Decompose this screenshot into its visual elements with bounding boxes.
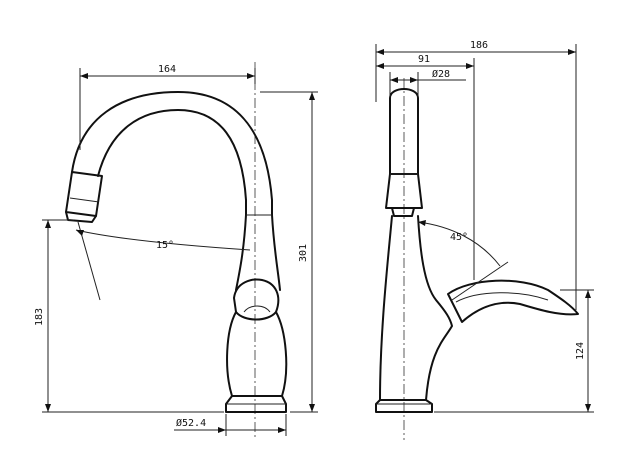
dim-handle-angle-label: 45° bbox=[450, 232, 468, 243]
spray-head bbox=[65, 171, 103, 217]
dim-spout-diameter-label: Ø28 bbox=[432, 68, 450, 80]
dim-45-ref-line bbox=[451, 261, 509, 301]
dim-183-arrow-bottom bbox=[45, 404, 51, 412]
dim-183-arrow-top bbox=[45, 220, 51, 228]
dim-124-arrow-top bbox=[585, 290, 591, 298]
side-lever-handle bbox=[447, 279, 579, 323]
dim-15-arrow bbox=[76, 230, 84, 236]
front-lever-handle bbox=[233, 278, 280, 321]
dim-124-arrow-bottom bbox=[585, 404, 591, 412]
dim-91-arrow-left bbox=[376, 63, 384, 69]
spray-nozzle bbox=[65, 211, 97, 223]
dim-angle-label: 15° bbox=[156, 240, 174, 251]
dim-186-arrow-left bbox=[376, 49, 384, 55]
spray-head-band bbox=[69, 197, 100, 203]
side-spout-tube bbox=[389, 88, 419, 175]
dim-52-arrow-right bbox=[278, 427, 286, 433]
dim-52-arrow-left bbox=[218, 427, 226, 433]
dim-164-arrow-left bbox=[80, 73, 88, 79]
dim-height-label: 301 bbox=[298, 244, 309, 262]
dim-total-depth-label: 186 bbox=[470, 40, 488, 51]
spout-outer-curve bbox=[71, 91, 273, 216]
dim-top-width-label: 164 bbox=[158, 64, 176, 75]
dim-91-arrow-right bbox=[466, 63, 474, 69]
dim-15-arc bbox=[75, 229, 251, 251]
dim-164-arrow-right bbox=[247, 73, 255, 79]
dim-45-arc bbox=[417, 221, 501, 267]
dim-186-arrow-right bbox=[568, 49, 576, 55]
dim-28-arrow-right bbox=[410, 77, 418, 83]
spout-inner-curve bbox=[97, 109, 247, 216]
side-body-front bbox=[379, 215, 393, 401]
front-base bbox=[225, 395, 287, 413]
dim-base-diameter-label: Ø52.4 bbox=[176, 417, 206, 429]
dim-handle-height-label: 124 bbox=[575, 342, 586, 360]
front-lower-body bbox=[226, 311, 288, 397]
dim-outlet-height-label: 183 bbox=[34, 308, 45, 326]
dim-301-arrow-bottom bbox=[309, 404, 315, 412]
dim-28-arrow-left bbox=[390, 77, 398, 83]
dim-spout-reach-label: 91 bbox=[418, 54, 430, 65]
dim-301-arrow-top bbox=[309, 92, 315, 100]
front-body-column bbox=[235, 214, 281, 291]
dim-45-arrow bbox=[418, 220, 426, 226]
front-view: 164 301 183 15° Ø52.4 bbox=[34, 62, 318, 438]
side-view: 186 91 Ø28 45° 124 bbox=[375, 40, 594, 440]
front-lever-cap bbox=[243, 305, 271, 313]
side-body-back bbox=[417, 215, 453, 401]
side-lever-inner bbox=[455, 292, 549, 303]
side-spray-nozzle bbox=[391, 207, 415, 217]
